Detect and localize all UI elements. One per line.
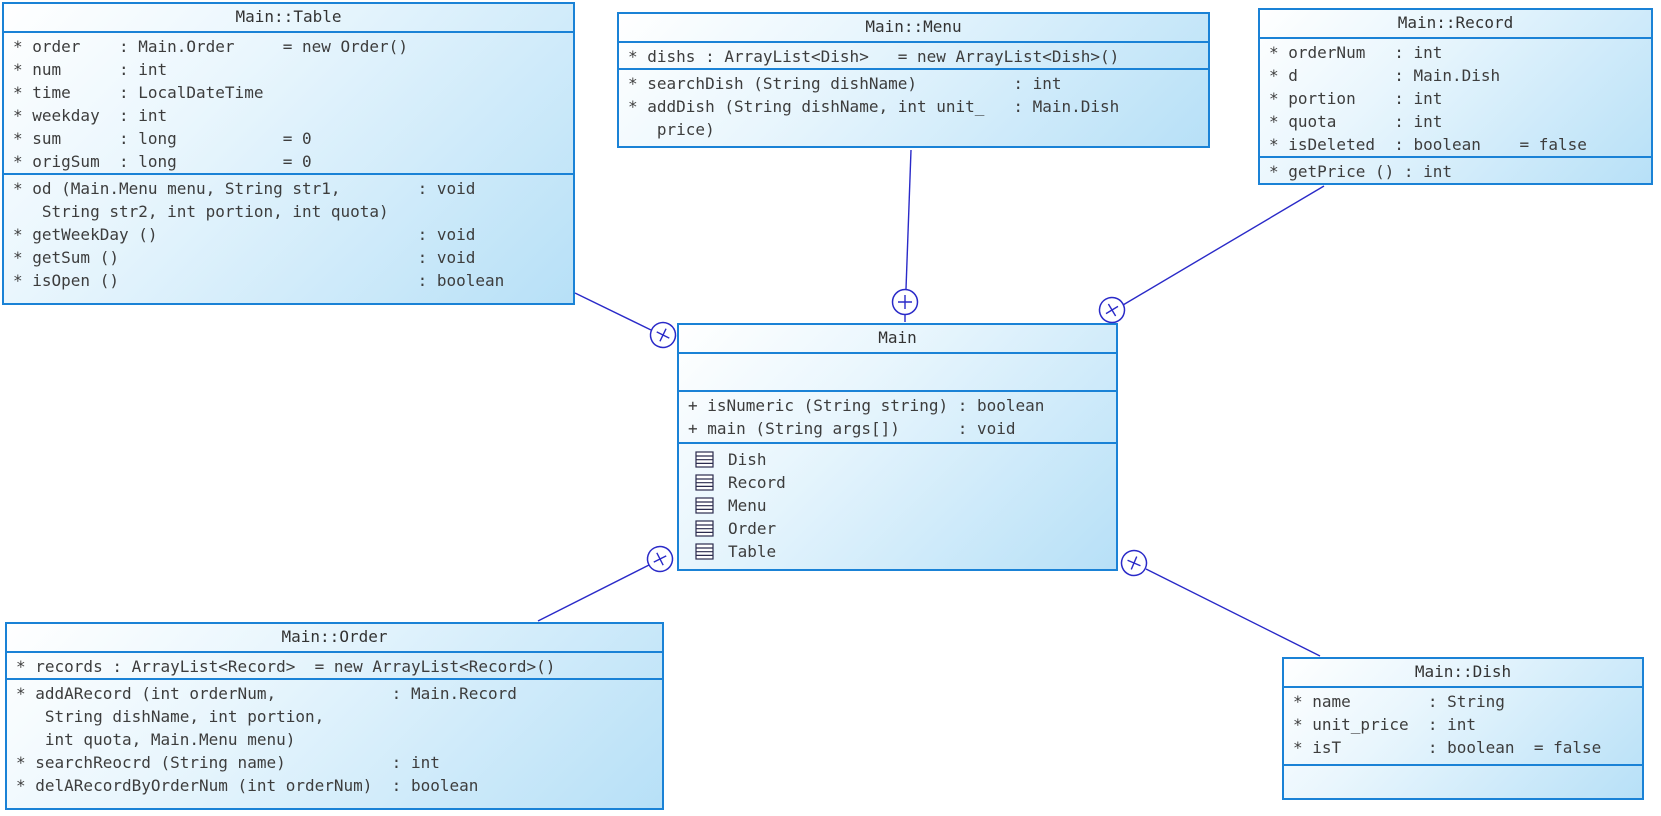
attributes-section: * name : String * unit_price : int * isT… — [1284, 686, 1642, 764]
class-box-main-order[interactable]: Main::Order * records : ArrayList<Record… — [5, 622, 664, 810]
containment-line-record[interactable] — [1122, 185, 1325, 306]
attribute-row: * origSum : long = 0 — [13, 152, 312, 171]
anchor-icon[interactable] — [891, 288, 919, 316]
class-title: Main — [878, 328, 917, 347]
method-row: * od (Main.Menu menu, String str1, : voi… — [13, 179, 476, 198]
attribute-row: * isT : boolean = false — [1293, 738, 1602, 757]
method-row: + main (String args[]) : void — [688, 419, 1016, 438]
attribute-row: * isDeleted : boolean = false — [1269, 135, 1587, 154]
nested-class-item: Dish — [679, 448, 1116, 471]
method-row: * getPrice () : int — [1269, 162, 1453, 181]
class-icon — [695, 497, 714, 514]
nested-class-name: Dish — [728, 450, 767, 469]
nested-class-name: Order — [728, 519, 777, 538]
class-title: Main::Table — [235, 7, 342, 26]
method-row: price) — [628, 120, 715, 139]
class-box-main-record[interactable]: Main::Record * orderNum : int * d : Main… — [1258, 8, 1653, 185]
attribute-row: * d : Main.Dish — [1269, 66, 1501, 85]
method-row: String str2, int portion, int quota) — [13, 202, 389, 221]
attributes-section: * orderNum : int * d : Main.Dish * porti… — [1260, 37, 1651, 156]
nested-class-name: Menu — [728, 496, 767, 515]
containment-line-dish[interactable] — [1145, 568, 1321, 657]
methods-section: * od (Main.Menu menu, String str1, : voi… — [4, 173, 573, 303]
containment-line-menu[interactable] — [905, 149, 912, 290]
methods-section: * addARecord (int orderNum, : Main.Recor… — [7, 678, 662, 808]
nested-class-name: Table — [728, 542, 777, 561]
method-row: * delARecordByOrderNum (int orderNum) : … — [16, 776, 479, 795]
class-box-main[interactable]: Main + isNumeric (String string) : boole… — [677, 323, 1118, 571]
containment-line-order[interactable] — [537, 564, 650, 622]
anchor-icon[interactable] — [646, 318, 679, 351]
containment-line-table[interactable] — [574, 292, 652, 331]
methods-section-empty — [1284, 764, 1642, 798]
method-row: int quota, Main.Menu menu) — [16, 730, 296, 749]
attribute-row: * dishs : ArrayList<Dish> = new ArrayLis… — [628, 47, 1120, 66]
class-title: Main::Dish — [1414, 662, 1512, 681]
method-row: * searchDish (String dishName) : int — [628, 74, 1062, 93]
method-row: * searchReocrd (String name) : int — [16, 753, 440, 772]
anchor-icon[interactable] — [643, 542, 677, 576]
method-row: * addARecord (int orderNum, : Main.Recor… — [16, 684, 517, 703]
class-icon — [695, 474, 714, 491]
class-icon — [695, 451, 714, 468]
attribute-row: * unit_price : int — [1293, 715, 1477, 734]
nested-class-item: Menu — [679, 494, 1116, 517]
methods-section: * getPrice () : int — [1260, 156, 1651, 183]
attribute-row: * portion : int — [1269, 89, 1443, 108]
class-box-main-menu[interactable]: Main::Menu * dishs : ArrayList<Dish> = n… — [617, 12, 1210, 148]
attribute-row: * orderNum : int — [1269, 43, 1443, 62]
class-box-main-dish[interactable]: Main::Dish * name : String * unit_price … — [1282, 657, 1644, 800]
methods-section: + isNumeric (String string) : boolean + … — [679, 390, 1116, 442]
attributes-section: * order : Main.Order = new Order() * num… — [4, 31, 573, 173]
method-row: * isOpen () : boolean — [13, 271, 505, 290]
class-title: Main::Record — [1397, 13, 1514, 32]
anchor-icon[interactable] — [1118, 547, 1151, 580]
method-row: String dishName, int portion, — [16, 707, 325, 726]
anchor-icon[interactable] — [1095, 293, 1129, 327]
attribute-row: * records : ArrayList<Record> = new Arra… — [16, 657, 556, 676]
attributes-section: * dishs : ArrayList<Dish> = new ArrayLis… — [619, 41, 1208, 68]
attribute-row: * time : LocalDateTime — [13, 83, 264, 102]
methods-section: * searchDish (String dishName) : int * a… — [619, 68, 1208, 146]
class-title: Main::Order — [281, 627, 388, 646]
nested-class-item: Order — [679, 517, 1116, 540]
class-icon — [695, 520, 714, 537]
nested-class-item: Table — [679, 540, 1116, 563]
method-row: + isNumeric (String string) : boolean — [688, 396, 1045, 415]
attributes-section: * records : ArrayList<Record> = new Arra… — [7, 651, 662, 678]
method-row: * getWeekDay () : void — [13, 225, 476, 244]
nested-class-item: Record — [679, 471, 1116, 494]
attribute-row: * quota : int — [1269, 112, 1443, 131]
attributes-section-empty — [679, 352, 1116, 390]
class-box-main-table[interactable]: Main::Table * order : Main.Order = new O… — [2, 2, 575, 305]
attribute-row: * order : Main.Order = new Order() — [13, 37, 408, 56]
nested-classes-section: Dish Record Menu Order Table — [679, 442, 1116, 569]
class-icon — [695, 543, 714, 560]
attribute-row: * sum : long = 0 — [13, 129, 312, 148]
attribute-row: * weekday : int — [13, 106, 168, 125]
attribute-row: * num : int — [13, 60, 168, 79]
method-row: * getSum () : void — [13, 248, 476, 267]
attribute-row: * name : String — [1293, 692, 1505, 711]
class-title: Main::Menu — [865, 17, 962, 36]
method-row: * addDish (String dishName, int unit_ : … — [628, 97, 1120, 116]
nested-class-name: Record — [728, 473, 786, 492]
